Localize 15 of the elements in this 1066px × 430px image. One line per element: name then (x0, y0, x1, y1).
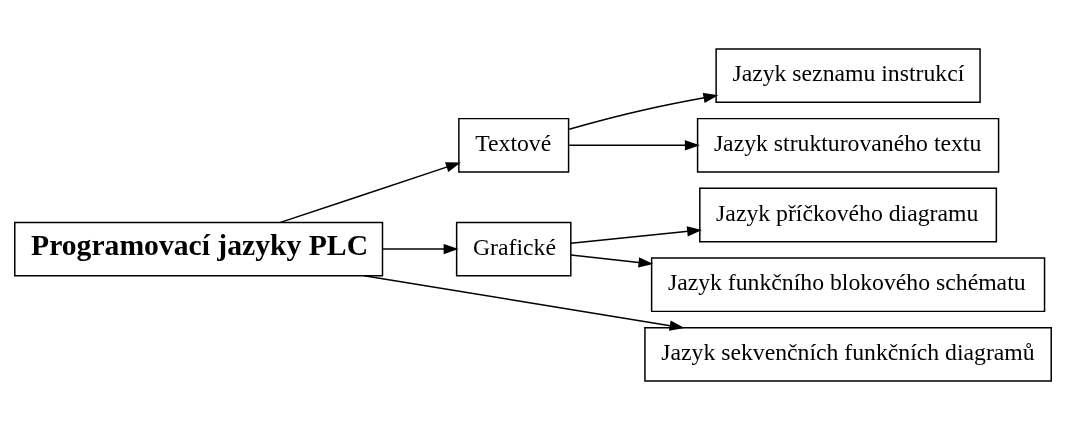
node-box: Jazyk sekvenčních funkčních diagramů (644, 326, 1052, 382)
arrow (570, 254, 654, 268)
node-box: Jazyk strukturovaného textu (696, 117, 1000, 173)
arrow (363, 275, 685, 331)
node-box: Grafické (455, 221, 572, 277)
arrow (381, 243, 459, 255)
node-box: Textové (458, 117, 570, 173)
arrow (570, 226, 702, 245)
arrow (568, 92, 719, 130)
node-box: Jazyk seznamu instrukcí (715, 48, 981, 104)
arrow (568, 140, 700, 151)
node-box: Jazyk příčkového diagramu (699, 187, 998, 243)
node-box: Jazyk funkčního blokového schématu (650, 257, 1046, 313)
arrow (279, 162, 461, 224)
node-box: Programovací jazyky PLC (14, 221, 384, 277)
